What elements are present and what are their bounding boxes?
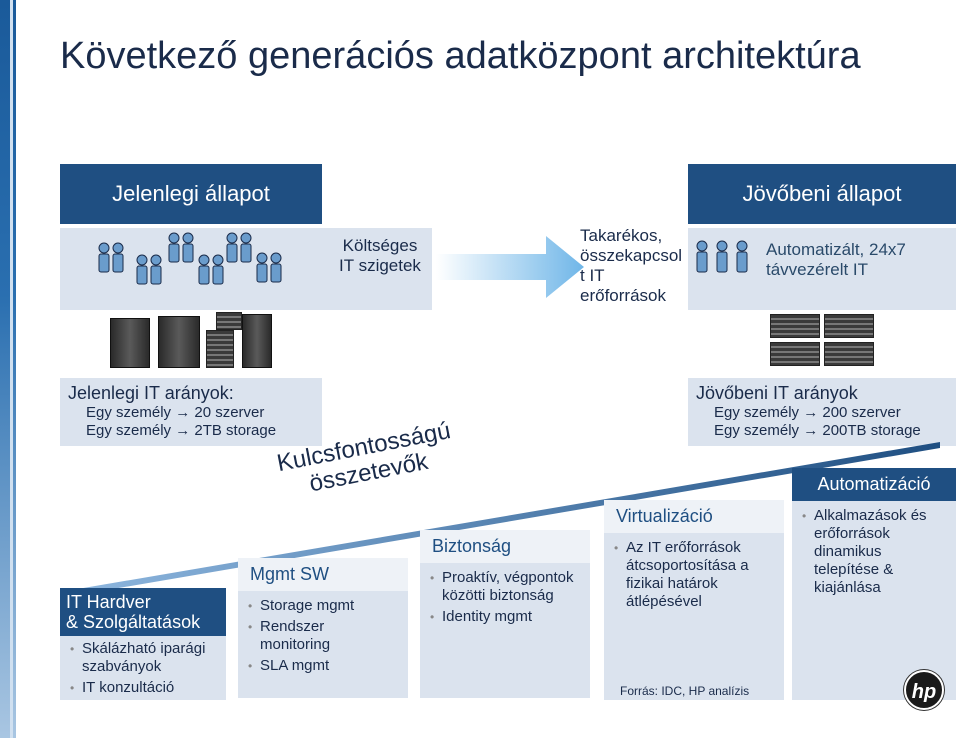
future-state-band <box>688 228 956 310</box>
list-item: SLA mgmt <box>248 657 398 675</box>
left-accent-bar <box>0 0 16 738</box>
server-rack-image <box>206 330 234 368</box>
list-item: Skálázható iparági szabványok <box>70 640 216 676</box>
server-rack-image <box>242 314 272 368</box>
person-group-icon <box>694 240 756 285</box>
list-item: Storage mgmt <box>248 597 398 615</box>
step-virtualization: Virtualizáció Az IT erőforrások átcsopor… <box>604 500 784 700</box>
right-arrow-icon <box>436 232 586 307</box>
blade-server-image <box>770 342 820 366</box>
blade-server-image <box>770 314 820 338</box>
current-state-header: Jelenlegi állapot <box>60 164 322 224</box>
list-item: Proaktív, végpontok közötti biztonság <box>430 569 580 605</box>
future-ratios-box: Jövőbeni IT arányok Egy személy → 200 sz… <box>688 378 956 446</box>
list-item: Alkalmazások és erőforrások dinamikus te… <box>802 507 946 597</box>
list-item: Az IT erőforrások átcsoportosítása a fiz… <box>614 539 774 611</box>
step-mgmt-sw: Mgmt SW Storage mgmt Rendszer monitoring… <box>238 558 408 698</box>
blade-server-image <box>824 314 874 338</box>
hp-logo: hp <box>904 670 944 710</box>
person-group-icon <box>96 232 306 308</box>
list-item: Identity mgmt <box>430 608 580 626</box>
server-rack-image <box>216 312 242 330</box>
future-state-header: Jövőbeni állapot <box>688 164 956 224</box>
list-item: Rendszer monitoring <box>248 618 398 654</box>
server-rack-image <box>158 316 200 368</box>
page-title: Következő generációs adatközpont archite… <box>60 35 861 77</box>
blade-server-image <box>824 342 874 366</box>
step-automation: Automatizáció Alkalmazások és erőforráso… <box>792 468 956 700</box>
source-note: Forrás: IDC, HP analízis <box>620 684 750 698</box>
current-ratios-box: Jelenlegi IT arányok: Egy személy → 20 s… <box>60 378 322 446</box>
step-it-hardware: IT Hardver& Szolgáltatások Skálázható ip… <box>60 588 226 700</box>
list-item: IT konzultáció <box>70 679 216 697</box>
step-security: Biztonság Proaktív, végpontok közötti bi… <box>420 530 590 698</box>
server-rack-image <box>110 318 150 368</box>
